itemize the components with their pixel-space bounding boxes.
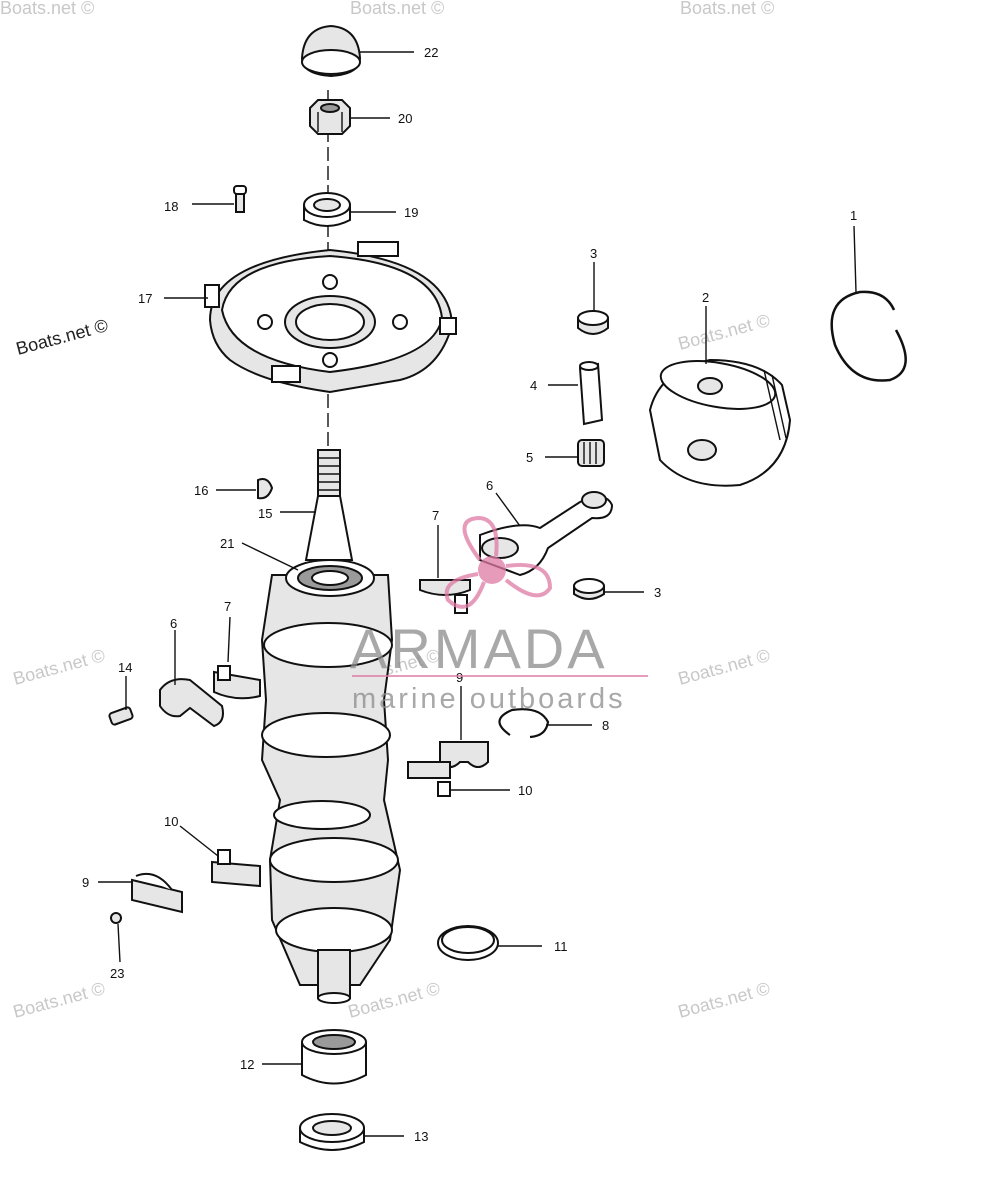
callout-14: 14 bbox=[118, 660, 132, 675]
part-8-retaining-clip bbox=[498, 708, 550, 739]
part-9-bearing-cage-left bbox=[131, 872, 183, 914]
part-10-needle-set-right bbox=[407, 761, 451, 797]
part-14-screw bbox=[108, 706, 134, 726]
part-23-dowel-pin bbox=[110, 912, 122, 924]
part-17-housing-plate bbox=[204, 241, 457, 394]
callout-5: 5 bbox=[526, 450, 533, 465]
callout-3-top: 3 bbox=[590, 246, 597, 261]
callout-15: 15 bbox=[258, 506, 272, 521]
callout-6-cap: 6 bbox=[170, 616, 177, 631]
watermark-text: Boats.net © bbox=[676, 978, 772, 1022]
part-16-key bbox=[257, 478, 274, 500]
armada-logo: ARMADA marine outboards bbox=[350, 515, 648, 715]
callout-23: 23 bbox=[110, 966, 124, 981]
watermark-text: Boats.net © bbox=[680, 0, 774, 18]
callout-22: 22 bbox=[424, 45, 438, 60]
propeller-icon bbox=[444, 515, 553, 609]
watermark-text-primary: Boats.net © bbox=[14, 315, 110, 359]
part-12-roller-bearing bbox=[301, 1029, 367, 1085]
part-11-seal-ring bbox=[437, 925, 499, 961]
part-6-connecting-rod bbox=[479, 491, 614, 577]
part-19-seal bbox=[303, 192, 351, 227]
callout-labels: 22 20 19 18 17 16 15 21 1 2 3 4 5 6 7 3 … bbox=[82, 45, 857, 1144]
callout-19: 19 bbox=[404, 205, 418, 220]
callout-17: 17 bbox=[138, 291, 152, 306]
part-2-piston bbox=[648, 358, 792, 487]
part-7-bearing-half-left bbox=[213, 665, 261, 700]
watermark-text: Boats.net © bbox=[676, 310, 772, 354]
logo-tagline: marine outboards bbox=[352, 683, 626, 715]
part-20-nut bbox=[309, 99, 351, 135]
callout-3-bottom: 3 bbox=[654, 585, 661, 600]
watermark-text: Boats.net © bbox=[350, 0, 444, 18]
part-13-seal bbox=[299, 1113, 365, 1151]
callout-20: 20 bbox=[398, 111, 412, 126]
callout-11: 11 bbox=[554, 939, 568, 954]
callout-10-left: 10 bbox=[164, 814, 178, 829]
callout-9-left: 9 bbox=[82, 875, 89, 890]
part-15-crankshaft-taper bbox=[304, 449, 354, 561]
part-18-screw bbox=[233, 185, 247, 213]
watermark-text: Boats.net © bbox=[11, 645, 107, 689]
callout-1: 1 bbox=[850, 208, 857, 223]
callout-16: 16 bbox=[194, 483, 208, 498]
callout-4: 4 bbox=[530, 378, 537, 393]
callout-2: 2 bbox=[702, 290, 709, 305]
logo-wordmark: ARMADA bbox=[350, 617, 608, 680]
callout-21: 21 bbox=[220, 536, 234, 551]
watermark-text: Boats.net © bbox=[11, 978, 107, 1022]
part-21-crankshaft-assembly bbox=[260, 559, 402, 1004]
leader-lines bbox=[98, 51, 857, 1137]
callout-7-left: 7 bbox=[224, 599, 231, 614]
callout-6-rod: 6 bbox=[486, 478, 493, 493]
watermark-text: Boats.net © bbox=[676, 645, 772, 689]
part-22-cap bbox=[300, 24, 362, 78]
callout-8: 8 bbox=[602, 718, 609, 733]
part-10-needle-set-left bbox=[211, 849, 261, 888]
part-3-needle-cage-top bbox=[577, 310, 609, 335]
watermark-text: Boats.net © bbox=[0, 0, 94, 18]
part-1-piston-ring bbox=[830, 290, 907, 382]
callout-12: 12 bbox=[240, 1057, 254, 1072]
callout-13: 13 bbox=[414, 1129, 428, 1144]
callout-10-right: 10 bbox=[518, 783, 532, 798]
part-3-needle-cage-bottom bbox=[573, 578, 605, 600]
callout-18: 18 bbox=[164, 199, 178, 214]
callout-9-right: 9 bbox=[456, 670, 463, 685]
part-4-piston-pin bbox=[578, 361, 604, 426]
part-5-needle-bearing bbox=[577, 439, 605, 467]
callout-7-right: 7 bbox=[432, 508, 439, 523]
